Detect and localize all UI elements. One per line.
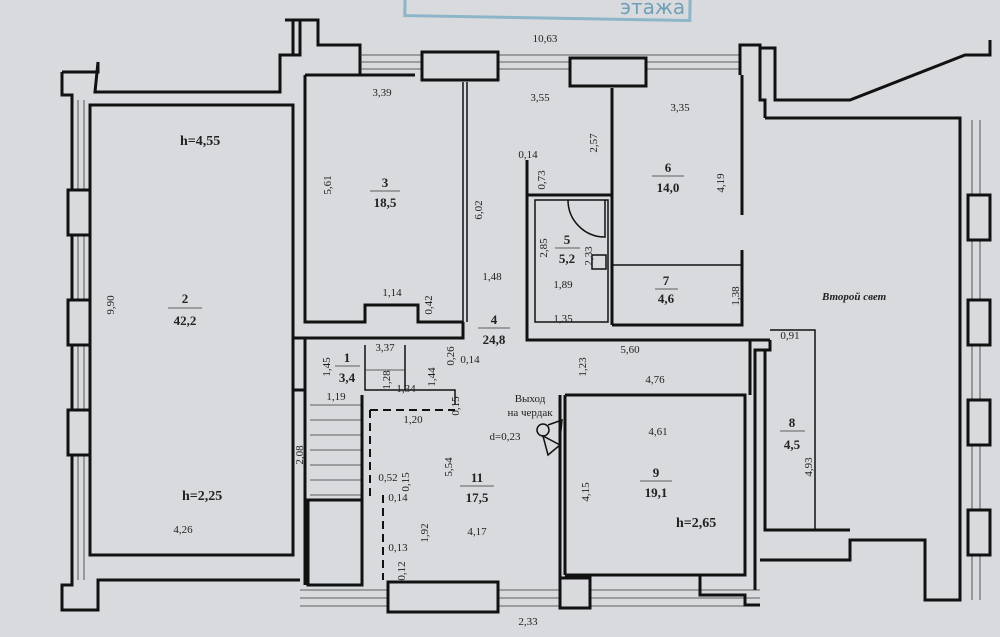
dim: 1,92 (419, 523, 431, 542)
room-area: 14,0 (657, 180, 680, 195)
room-8-label: 84,5 (780, 415, 805, 452)
room-area: 42,2 (174, 313, 197, 328)
stamp: этажа (403, 0, 692, 23)
dim: 3,39 (372, 87, 392, 99)
dim: 0,14 (460, 354, 480, 366)
room-6-label: 614,0 (652, 160, 684, 195)
room-11-label: 11 17,5 (460, 470, 494, 505)
dim: 3,37 (375, 342, 395, 354)
dim: 1,35 (553, 313, 573, 325)
dim: 0,73 (536, 170, 548, 190)
dim: 4,15 (580, 482, 592, 502)
attic-exit-label: Выход (515, 393, 546, 405)
dim: 1,23 (577, 357, 589, 377)
room-7-label: 74,6 (655, 273, 678, 306)
dim: 1,19 (326, 391, 346, 403)
room-number: 7 (663, 273, 670, 288)
dim: 4,26 (173, 524, 193, 536)
dim: 0,15 (450, 396, 462, 416)
dim: 1,48 (482, 271, 502, 283)
dim: 0,13 (388, 542, 408, 554)
room-area: 4,5 (784, 437, 801, 452)
dim: 0,14 (518, 149, 538, 161)
stamp-text: этажа (620, 0, 685, 19)
height-room2-bottom: h=2,25 (182, 489, 222, 504)
dim: 5,61 (322, 175, 334, 194)
room-number: 1 (344, 350, 351, 365)
dim: 5,60 (620, 344, 640, 356)
room-area: 5,2 (559, 251, 575, 266)
room-area: 24,8 (483, 332, 506, 347)
dim: 5,54 (443, 457, 455, 477)
room-number: 6 (665, 160, 672, 175)
room-3-label: 318,5 (370, 175, 400, 210)
room-1-label: 13,4 (335, 350, 360, 385)
dim: 10,63 (533, 33, 558, 45)
dim: 6,02 (473, 200, 485, 219)
dim: 1,45 (321, 357, 333, 377)
room-number: 5 (564, 232, 571, 247)
room-area: 18,5 (374, 195, 397, 210)
dimensions: 10,63 3,39 3,55 3,35 0,14 1,48 1,89 1,35… (173, 33, 799, 628)
room-area: 17,5 (466, 490, 489, 505)
room-number: 4 (491, 312, 498, 327)
dim: 0,15 (400, 472, 412, 492)
dim: 0,14 (388, 492, 408, 504)
dim: 0,42 (423, 295, 435, 314)
dim: 4,61 (648, 426, 667, 438)
attic-exit-label-2: на чердак (507, 407, 553, 419)
second-light-note: Второй свет (821, 291, 887, 303)
height-room9: h=2,65 (676, 516, 716, 531)
dim: 0,52 (378, 472, 397, 484)
dim: 0,91 (780, 330, 799, 342)
dim: 1,20 (403, 414, 423, 426)
dim: 1,28 (381, 370, 393, 390)
room-number: 11 (471, 470, 483, 485)
dim: 1,89 (553, 279, 573, 291)
dim: 2,57 (588, 133, 600, 153)
room-5-label: 55,2 (555, 232, 580, 266)
room-area: 3,4 (339, 370, 356, 385)
room-labels: 242,2 318,5 614,0 55,2 74,6 424,8 13,4 1… (168, 160, 805, 505)
dim: 3,35 (670, 102, 690, 114)
dim: 9,90 (105, 295, 117, 315)
room-4-label: 424,8 (478, 312, 510, 347)
room-number: 8 (789, 415, 796, 430)
dim: 4,93 (803, 457, 815, 477)
room-area: 19,1 (645, 485, 668, 500)
dim: 2,08 (294, 445, 306, 465)
dim: 4,19 (715, 173, 727, 193)
dim: 4,17 (467, 526, 487, 538)
dim: 1,14 (382, 287, 402, 299)
dim: 1,44 (426, 367, 438, 387)
notes: h=4,55 h=2,25 h=2,65 Второй свет Выход н… (180, 134, 887, 531)
vertical-dimensions: 5,61 6,02 0,73 2,57 4,19 2,85 2,33 1,38 … (105, 133, 815, 581)
walls (60, 18, 992, 614)
dim: 2,33 (583, 246, 595, 266)
dim: 4,76 (645, 374, 665, 386)
dim: 1,38 (730, 286, 742, 306)
dim: 2,85 (538, 238, 550, 258)
room-number: 9 (653, 465, 660, 480)
stair-diameter: d=0,23 (490, 431, 521, 443)
room-area: 4,6 (658, 291, 675, 306)
dim: 0,26 (445, 346, 457, 366)
dim: 1,34 (396, 383, 416, 395)
room-9-label: 919,1 (640, 465, 672, 500)
room-number: 2 (182, 291, 189, 306)
height-room2-top: h=4,55 (180, 134, 220, 149)
dim: 0,12 (396, 561, 408, 580)
room-number: 3 (382, 175, 389, 190)
dim: 3,55 (530, 92, 550, 104)
dim: 2,33 (518, 616, 538, 628)
room-2-label: 242,2 (168, 291, 202, 328)
